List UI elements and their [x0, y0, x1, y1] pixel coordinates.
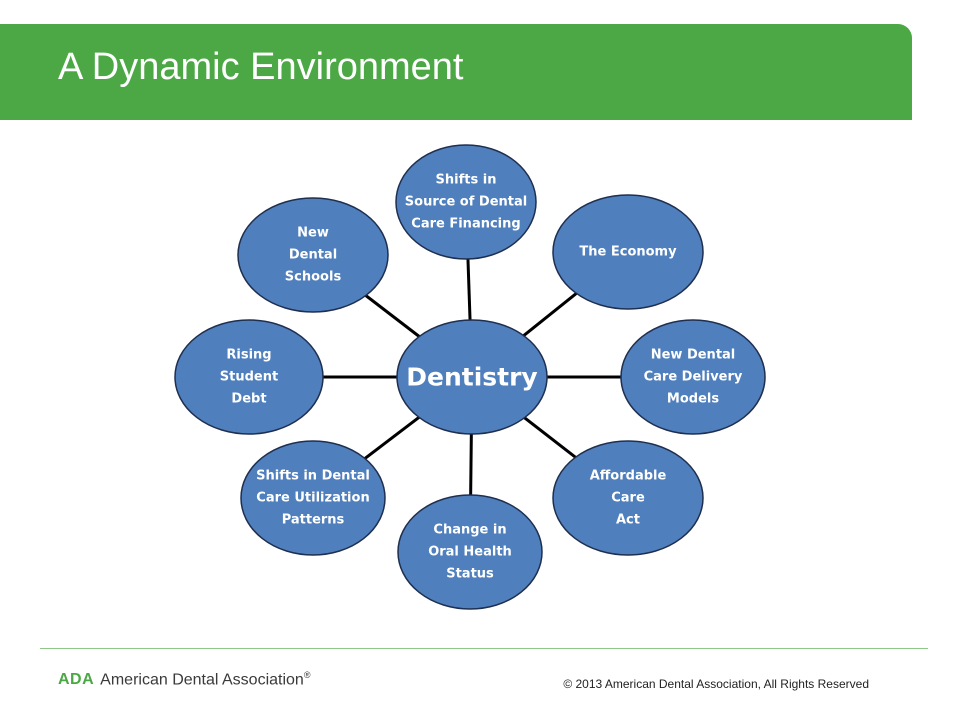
- node-oral-health-line-3: Status: [446, 567, 494, 582]
- hub-ellipse: [396, 319, 548, 435]
- hub-group: Dentistry: [396, 319, 548, 435]
- node-aca-line-3: Act: [616, 513, 640, 528]
- node-delivery-line-2: Care Delivery: [644, 370, 743, 385]
- node-debt-ellipse: [174, 319, 324, 435]
- node-economy: The Economy: [552, 194, 704, 310]
- logo-wordmark: American Dental Association: [100, 671, 304, 689]
- logo-abbreviation: ADA: [58, 671, 95, 689]
- node-utilization-line-2: Care Utilization: [256, 491, 369, 506]
- node-utilization-line-1: Shifts in Dental: [256, 469, 370, 484]
- node-financing-line-1: Shifts in: [436, 173, 497, 188]
- node-delivery-line-1: New Dental: [651, 348, 736, 363]
- ada-logo: ADA American Dental Association®: [58, 670, 310, 689]
- node-delivery-ellipse: [620, 319, 766, 435]
- footer-divider: [40, 648, 928, 649]
- node-financing-ellipse: [395, 144, 537, 260]
- title-bar: [0, 24, 912, 120]
- node-delivery-line-3: Models: [667, 392, 719, 407]
- node-schools-ellipse: [237, 197, 389, 313]
- node-economy-ellipse: [552, 194, 704, 310]
- node-oral-health-ellipse: [397, 494, 543, 610]
- node-aca-ellipse: [552, 440, 704, 556]
- node-economy-line-1: The Economy: [579, 245, 677, 260]
- hub-label: Dentistry: [406, 363, 537, 392]
- node-financing-line-3: Care Financing: [411, 217, 520, 232]
- node-oral-health-line-1: Change in: [433, 523, 506, 538]
- node-aca-line-2: Care: [611, 491, 645, 506]
- node-aca-line-1: Affordable: [590, 469, 667, 484]
- copyright-text: © 2013 American Dental Association, All …: [563, 677, 869, 691]
- node-utilization-ellipse: [240, 440, 386, 556]
- node-financing-line-2: Source of Dental: [405, 195, 527, 210]
- node-schools-line-3: Schools: [285, 270, 342, 285]
- node-schools-line-1: New: [297, 226, 329, 241]
- node-debt-line-1: Rising: [226, 348, 271, 363]
- node-utilization-line-3: Patterns: [282, 513, 345, 528]
- node-debt-line-3: Debt: [231, 392, 266, 407]
- slide-title: A Dynamic Environment: [58, 46, 464, 88]
- node-debt-line-2: Student: [220, 370, 278, 385]
- node-schools-line-2: Dental: [289, 248, 337, 263]
- node-oral-health-line-2: Oral Health: [428, 545, 512, 560]
- registered-mark: ®: [303, 670, 311, 680]
